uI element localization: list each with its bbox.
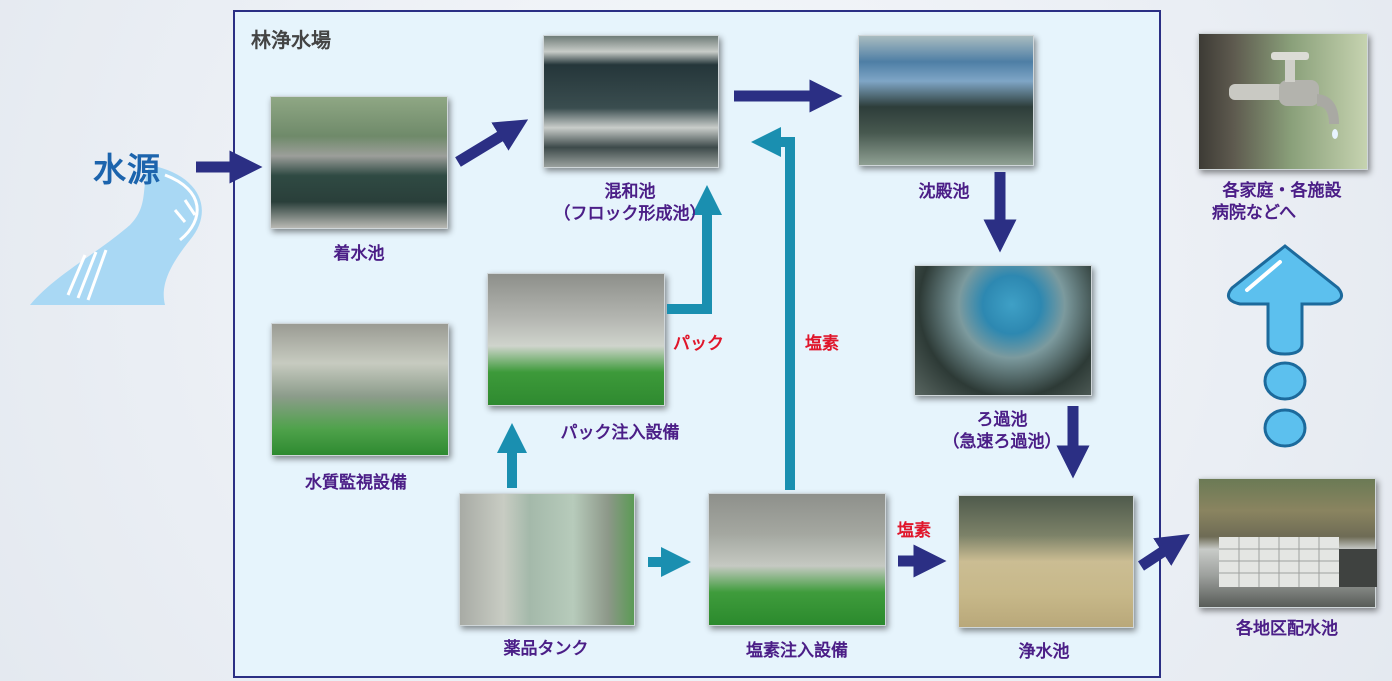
jousui-label: 浄水池 xyxy=(1018,642,1070,662)
arrow-chakusui-to-konwa xyxy=(455,119,529,167)
chlorine-flow-label-right: 塩素 xyxy=(897,521,931,541)
chakusui-photo xyxy=(270,96,448,229)
arrow-chlorine-to-konwa xyxy=(751,127,795,490)
pack-equipment-label: パック注入設備 xyxy=(560,423,680,443)
water-quality-photo xyxy=(271,323,449,456)
roka-label-line1: ろ過池 xyxy=(976,410,1028,430)
homes-label-line2: 病院などへ xyxy=(1211,203,1297,223)
water-up-arrow-icon xyxy=(1226,244,1344,448)
roka-label-line2: （急速ろ過池） xyxy=(942,432,1062,452)
konwa-label-line1: 混和池 xyxy=(604,182,656,202)
chemical-tank-photo xyxy=(459,493,635,626)
chlorine-equipment-photo xyxy=(708,493,886,626)
chlorine-flow-label-up: 塩素 xyxy=(805,334,839,354)
water-source-icon xyxy=(0,0,230,330)
chinden-photo xyxy=(858,35,1034,166)
homes-label-line1: 各家庭・各施設 xyxy=(1222,181,1342,201)
faucet-photo xyxy=(1198,33,1368,170)
konwa-label-line2: （フロック形成池） xyxy=(553,204,707,224)
chlorine-equipment-label: 塩素注入設備 xyxy=(746,641,848,661)
reservoir-building xyxy=(1219,537,1377,587)
jousui-photo xyxy=(958,495,1134,628)
konwa-photo xyxy=(543,35,719,168)
arrow-jousui-to-distribution xyxy=(1137,533,1190,571)
arrow-pack-to-konwa xyxy=(667,185,722,314)
distribution-label: 各地区配水池 xyxy=(1236,619,1338,639)
distribution-reservoir-photo xyxy=(1198,478,1377,608)
faucet-icon xyxy=(1229,52,1339,139)
water-source-label: 水源 xyxy=(93,150,161,189)
pack-equipment-photo xyxy=(487,273,665,406)
chakusui-label: 着水池 xyxy=(333,244,385,264)
pack-flow-label: パック xyxy=(673,334,724,354)
roka-photo xyxy=(914,265,1092,396)
chemical-tank-label: 薬品タンク xyxy=(503,639,589,659)
plant-title: 林浄水場 xyxy=(251,28,331,52)
chinden-label: 沈殿池 xyxy=(918,182,970,202)
water-quality-label: 水質監視設備 xyxy=(305,473,407,493)
